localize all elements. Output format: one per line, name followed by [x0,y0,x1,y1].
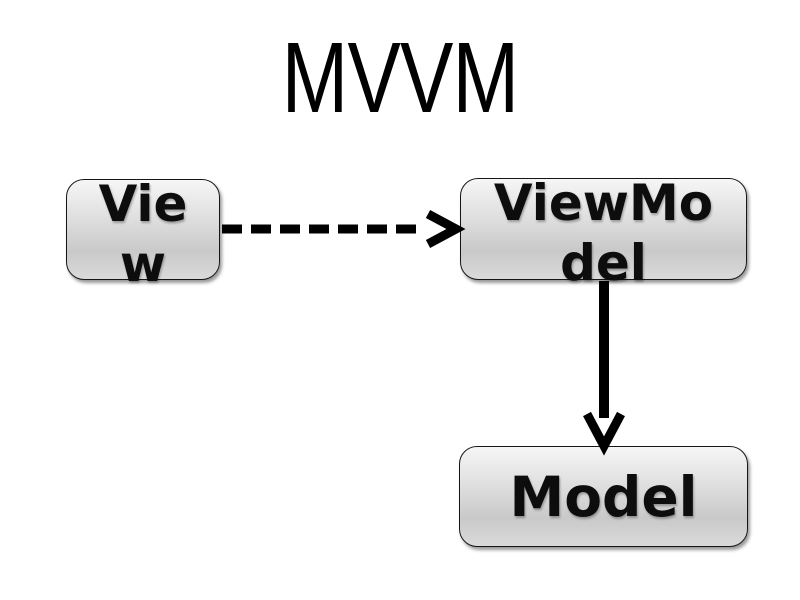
node-view: Vie w [66,175,220,293]
node-viewmodel-label: ViewMo del [461,173,746,293]
node-model-label: Model [509,465,698,529]
node-viewmodel: ViewMo del [460,174,747,292]
view-to-viewmodel-arrowhead-icon [425,210,466,248]
node-view-label-line1: Vie [98,175,188,233]
node-view-label: Vie w [67,174,219,294]
viewmodel-to-model-arrowhead-icon [583,411,625,456]
node-viewmodel-label-line2: del [560,234,647,292]
node-model: Model [459,446,748,547]
diagram-title: MVVM [281,22,520,134]
node-view-label-line2: w [119,235,167,293]
node-viewmodel-label-line1: ViewMo [493,174,714,232]
